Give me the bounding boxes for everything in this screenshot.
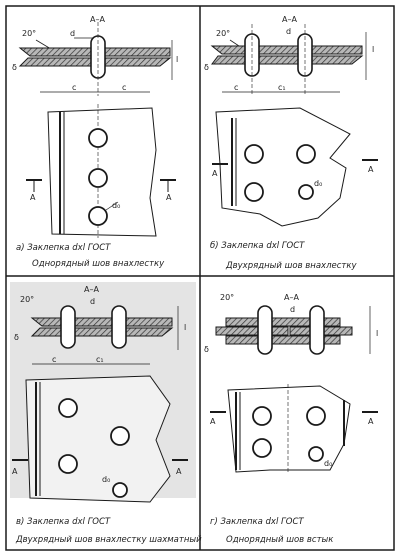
cut-letter-v-right: A [176, 467, 182, 476]
dim-d-b: d [286, 27, 291, 36]
dim-c-v: c [52, 355, 56, 364]
angle-label-b: 20° [216, 29, 230, 38]
cut-letter-b-left: A [212, 169, 218, 178]
plan-rivet-b4 [298, 184, 314, 200]
caption-b: б) Заклепка dxl ГОСТ [210, 241, 305, 251]
dim-delta-v: δ [14, 333, 19, 342]
dim-l-g: l [376, 329, 378, 338]
dim-d0-v: d₀ [102, 475, 110, 484]
plan-rivet-b2 [296, 144, 316, 164]
dim-c-b: c [234, 83, 238, 92]
dim-l-v: l [184, 323, 186, 332]
cover-plate-bottom-g [225, 335, 341, 345]
plan-rivet-g2 [306, 406, 326, 426]
dim-delta-a: δ [12, 63, 17, 72]
plan-plate-v [25, 375, 171, 503]
lower-plate-b [211, 55, 364, 65]
caption-v: в) Заклепка dxl ГОСТ [16, 517, 111, 527]
dim-c-a1: c [72, 83, 76, 92]
section-label-g: A–A [284, 293, 299, 302]
plan-rivet-b3 [244, 182, 264, 202]
upper-plate-b [210, 45, 363, 55]
dim-l-b: l [372, 45, 374, 54]
dim-d-a: d [70, 29, 75, 38]
caption-g: г) Заклепка dxl ГОСТ [210, 517, 304, 527]
cut-letter-a-left: A [30, 193, 36, 202]
dim-c-a2: c [122, 83, 126, 92]
plan-rivet-g3 [252, 438, 272, 458]
dim-d-g: d [290, 305, 295, 314]
rivet-v2 [111, 305, 127, 349]
dim-d0-a: d₀ [112, 201, 120, 210]
section-label-v: A–A [84, 285, 99, 294]
plan-rivet-g4 [308, 446, 324, 462]
plan-rivet-v2 [110, 426, 130, 446]
dim-l-a: l [176, 55, 178, 64]
dim-d0-g: d₀ [324, 459, 332, 468]
panel-v: A–A 20° d δ l c c₁ d₀ A A в) Заклепка dx… [10, 282, 202, 545]
cut-letter-g-left: A [210, 417, 216, 426]
rivet-v1 [60, 305, 76, 349]
caption-a: а) Заклепка dxl ГОСТ [16, 243, 111, 253]
cut-letter-v-left: A [12, 467, 18, 476]
plan-plate-a [47, 107, 157, 237]
dim-d-v: d [90, 297, 95, 306]
panel-b: A–A 20° d δ l c c₁ d₀ A A б) Заклепка dx… [204, 15, 378, 271]
butt-plate-left-g [215, 326, 289, 336]
plan-rivet-g1 [252, 406, 272, 426]
description-a: Однорядный шов внахлестку [32, 259, 165, 269]
dim-d0-b: d₀ [314, 179, 322, 188]
rivet-g1 [257, 305, 273, 355]
dim-delta-b: δ [204, 63, 209, 72]
description-b: Двухрядный шов внахлестку [225, 261, 358, 271]
dim-c1-b: c₁ [278, 83, 286, 92]
angle-label-g: 20° [220, 293, 234, 302]
lower-plate-v [30, 327, 174, 337]
angle-label-v: 20° [20, 295, 34, 304]
plan-rivet-a2 [88, 168, 108, 188]
plan-plate-b [215, 107, 351, 227]
cut-letter-a-right: A [166, 193, 172, 202]
cut-letter-b-right: A [368, 165, 374, 174]
plan-rivet-v1 [58, 398, 78, 418]
cover-plate-top-g [225, 317, 341, 327]
description-g: Однорядный шов встык [226, 535, 334, 545]
plan-rivet-v3 [58, 454, 78, 474]
plan-rivet-a1 [88, 128, 108, 148]
section-label-a: A–A [90, 15, 105, 24]
section-label-b: A–A [282, 15, 297, 24]
cut-letter-g-right: A [368, 417, 374, 426]
dim-delta-g: δ [204, 345, 209, 354]
plan-plate-g [227, 385, 351, 473]
description-v: Двухрядный шов внахлестку шахматный [15, 535, 202, 545]
plan-rivet-v4 [112, 482, 128, 498]
panel-g: A–A 20° d δ l d₀ A A г) Заклепка dxl ГОС… [204, 293, 378, 545]
plan-rivet-b1 [244, 144, 264, 164]
plan-rivet-a3 [88, 206, 108, 226]
upper-plate-v [30, 317, 173, 327]
rivet-g2 [309, 305, 325, 355]
angle-label-a: 20° [22, 29, 36, 38]
panel-a: A–A 20° d δ l c c d₀ A A а) Заклепка dxl [12, 15, 178, 269]
dim-c1-v: c₁ [96, 355, 104, 364]
